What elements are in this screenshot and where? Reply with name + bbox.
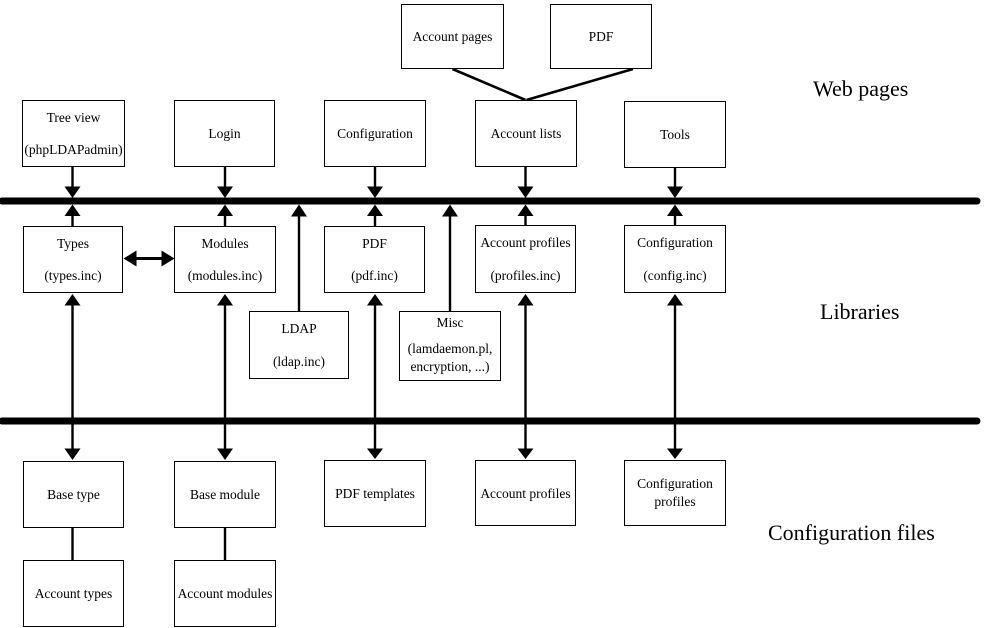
connector-types-modules <box>123 250 175 267</box>
box-label-line: (lamdaemon.pl, <box>407 341 493 356</box>
box-label-line: encryption, ...) <box>410 359 490 374</box>
box-configuration-lib: Configuration (config.inc) <box>624 225 726 293</box>
box-label-line: (config.inc) <box>643 268 707 283</box>
connector-types-base-type <box>64 294 81 460</box>
box-account-lists: Account lists <box>475 100 577 167</box>
box-base-module: Base module <box>174 461 276 528</box>
box-configuration-profiles: Configuration profiles <box>624 460 726 526</box>
connector-configuration-bus <box>367 167 383 227</box>
box-label-line: PDF <box>362 235 387 251</box>
connector-pdf-to-account-lists <box>526 67 634 102</box>
connector-account-pages-to-account-lists <box>451 67 527 102</box>
connector-config-configuration-profiles <box>667 294 683 459</box>
connector-pdf-pdf-templates <box>367 294 383 459</box>
box-label-line: Configuration <box>637 235 713 250</box>
box-account-profiles-cfg: Account profiles <box>475 460 576 526</box>
box-label-line: Account profiles <box>480 485 571 501</box>
box-pdf-templates: PDF templates <box>324 460 426 527</box>
box-label-line: Login <box>208 126 241 141</box>
box-label-line: (pdf.inc) <box>351 268 398 284</box>
box-label-line: (profiles.inc) <box>490 268 561 283</box>
box-label-line: Base module <box>189 487 261 502</box>
box-account-types: Account types <box>23 560 124 627</box>
connector-tools-bus <box>667 168 683 227</box>
box-label-line: (phpLDAPadmin) <box>24 142 123 158</box>
box-label-line: Base type <box>47 487 100 502</box>
box-label-line: Configuration <box>337 126 413 141</box>
box-label-line: Types <box>56 235 90 251</box>
box-label-line: Account types <box>34 586 113 601</box>
box-misc: Misc (lamdaemon.pl, encryption, ...) <box>399 311 501 381</box>
connector-tree-view-bus <box>64 167 81 227</box>
box-label-line: Modules <box>201 235 249 251</box>
box-label-group: (lamdaemon.pl, encryption, ...) <box>408 340 493 376</box>
box-pdf-lib: PDF (pdf.inc) <box>324 226 425 293</box>
box-label-line: Misc <box>436 315 464 330</box>
box-label-line: (modules.inc) <box>187 268 263 284</box>
box-label-line: PDF templates <box>335 486 415 501</box>
connector-login-bus <box>217 167 233 227</box>
connector-profiles-account-profiles <box>517 294 534 459</box>
connector-account-lists-bus <box>517 167 534 227</box>
section-label-web-pages: Web pages <box>813 76 909 101</box>
box-label-line: Tools <box>660 127 690 142</box>
box-label-line: LDAP <box>281 321 317 336</box>
box-label-line: Account lists <box>490 126 562 141</box>
box-label-line: Tree view <box>46 109 101 125</box>
box-account-profiles-lib: Account profiles (profiles.inc) <box>475 225 576 293</box>
connector-ldap-bus <box>291 204 307 312</box>
box-modules: Modules (modules.inc) <box>174 226 276 293</box>
box-tools: Tools <box>624 101 726 168</box>
section-label-libraries: Libraries <box>820 299 900 324</box>
connector-misc-bus <box>442 204 458 312</box>
box-tree-view: Tree view (phpLDAPadmin) <box>22 100 125 167</box>
box-label-line: Account profiles <box>480 235 571 250</box>
connector-modules-base-module <box>217 294 233 460</box>
box-label-line: PDF <box>588 29 614 44</box>
box-label-line: (ldap.inc) <box>272 354 326 369</box>
box-login: Login <box>174 100 275 167</box>
box-configuration-page: Configuration <box>324 100 426 167</box>
box-label-line: (types.inc) <box>44 268 102 284</box>
box-label-line: Configuration <box>637 476 713 491</box>
section-label-configuration-files: Configuration files <box>768 520 935 545</box>
box-label-line: profiles <box>654 494 696 509</box>
box-base-type: Base type <box>23 461 124 528</box>
box-label-line: Account modules <box>177 586 273 601</box>
box-ldap: LDAP (ldap.inc) <box>249 311 349 379</box>
box-pdf-page: PDF <box>550 4 652 69</box>
box-label-line: Account pages <box>412 29 493 44</box>
box-account-modules: Account modules <box>174 560 276 627</box>
box-account-pages: Account pages <box>401 4 504 69</box>
box-types: Types (types.inc) <box>23 226 123 293</box>
